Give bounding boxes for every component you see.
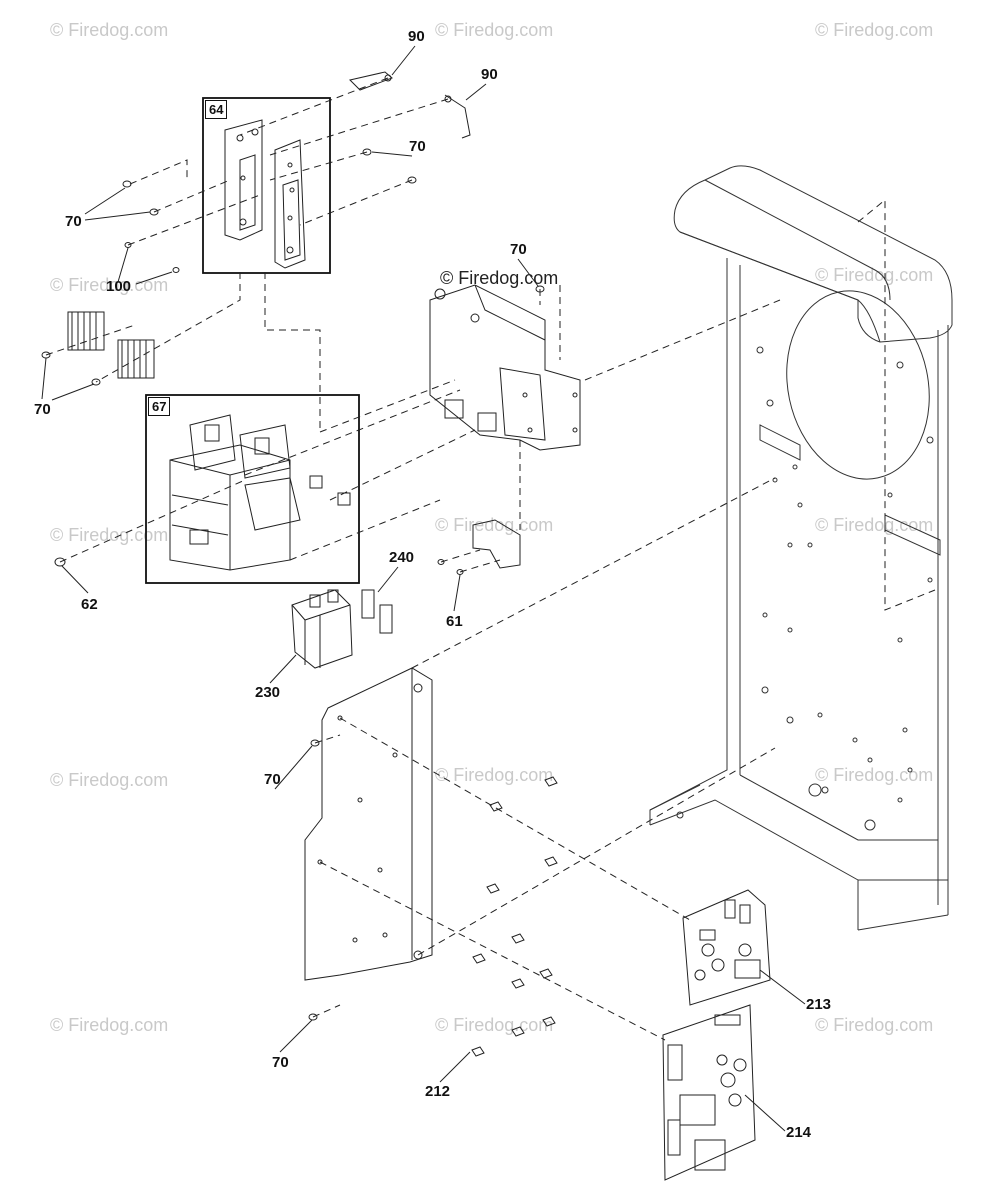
alignment-lines <box>45 77 936 1041</box>
watermark: © Firedog.com <box>435 1015 554 1035</box>
screws <box>41 71 545 1021</box>
callout-213: 213 <box>806 996 832 1013</box>
enclosure-housing <box>649 165 953 931</box>
box-67-label: 67 <box>148 397 171 416</box>
mounting-plate <box>304 667 433 981</box>
mounting-bracket <box>429 284 581 451</box>
callout-70: 70 <box>65 213 82 230</box>
circuit-board-213 <box>682 889 771 1006</box>
callout-62: 62 <box>81 596 98 613</box>
callout-70: 70 <box>34 401 51 418</box>
callout-61: 61 <box>446 613 463 630</box>
box-64-label: 64 <box>205 100 228 119</box>
callout-100: 100 <box>106 278 132 295</box>
box-64-frame <box>202 97 331 274</box>
callout-70: 70 <box>272 1054 289 1071</box>
fuse-holder <box>291 589 393 669</box>
callout-214: 214 <box>786 1124 812 1141</box>
watermark: © Firedog.com <box>50 20 169 40</box>
watermark: © Firedog.com <box>435 20 554 40</box>
watermark: © Firedog.com <box>50 770 169 790</box>
watermark: © Firedog.com <box>50 1015 169 1035</box>
bracket-64-parts <box>224 119 306 269</box>
circuit-board-214 <box>662 1004 756 1181</box>
callout-70: 70 <box>510 241 527 258</box>
callout-212: 212 <box>425 1083 451 1100</box>
callout-240: 240 <box>389 549 415 566</box>
watermark: © Firedog.com <box>815 20 934 40</box>
watermark: © Firedog.com <box>815 765 934 785</box>
watermark: © Firedog.com <box>435 765 554 785</box>
callout-230: 230 <box>255 684 281 701</box>
watermark: © Firedog.com <box>815 1015 934 1035</box>
watermark: © Firedog.com <box>50 525 169 545</box>
callout-90: 90 <box>408 28 425 45</box>
heat-sinks <box>67 311 155 379</box>
standoffs <box>471 776 558 1057</box>
box-67-frame <box>145 394 360 584</box>
watermark: © Firedog.com <box>815 265 934 285</box>
callout-70: 70 <box>409 138 426 155</box>
watermark: © Firedog.com <box>815 515 934 535</box>
callout-70: 70 <box>264 771 281 788</box>
watermark: © Firedog.com <box>435 515 554 535</box>
clip-bracket <box>472 519 521 569</box>
callout-90: 90 <box>481 66 498 83</box>
contactor-67 <box>169 414 351 571</box>
